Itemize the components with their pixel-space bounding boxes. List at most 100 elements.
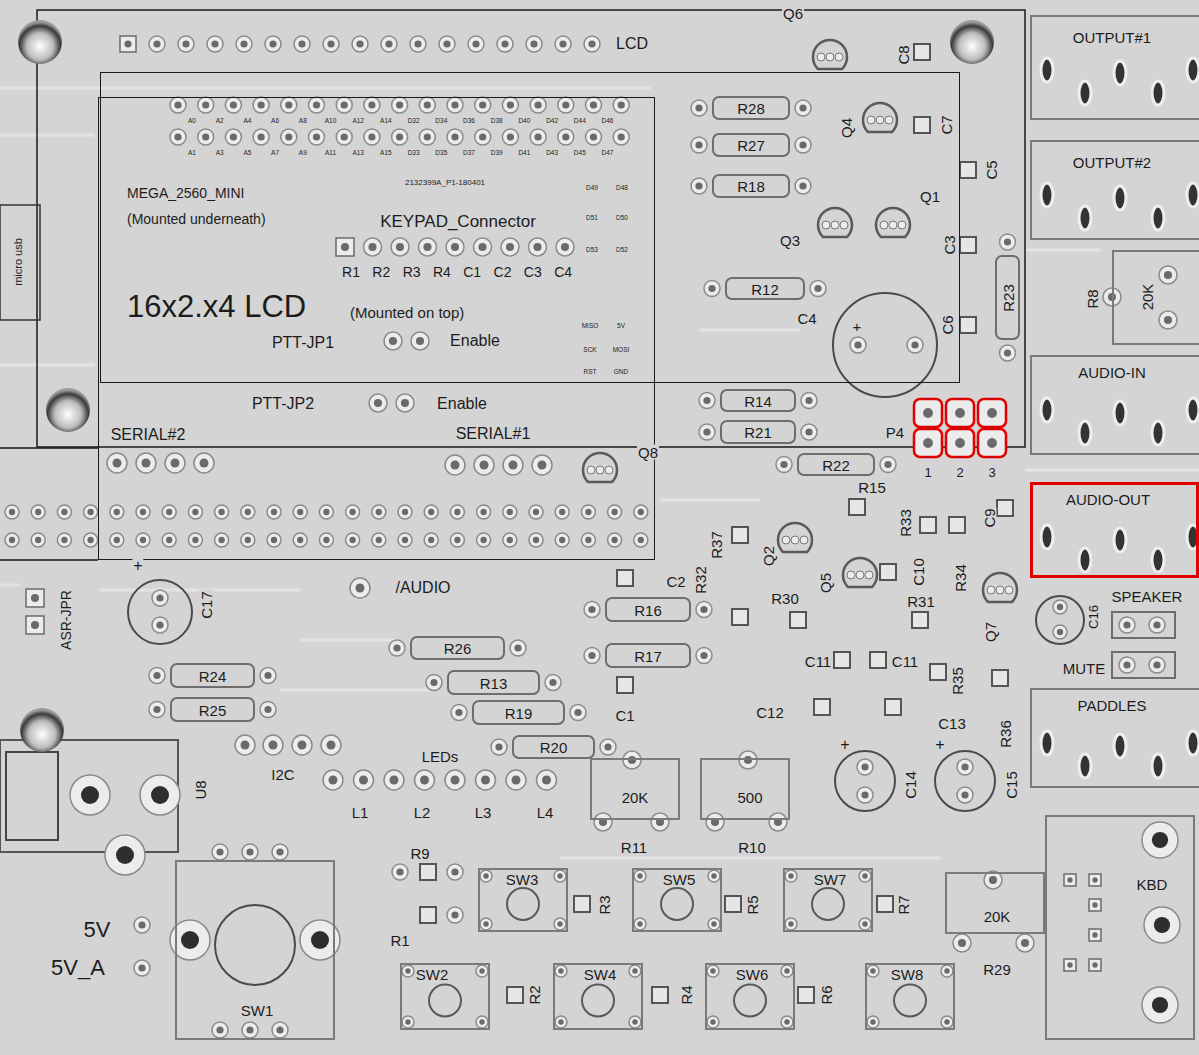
part-label: R2 [527, 984, 542, 1005]
pad-ring [445, 770, 465, 790]
solder-pad [5, 505, 19, 519]
jumper-label: Enable [449, 333, 501, 349]
solder-pad [795, 137, 811, 153]
pin-label: C4 [553, 265, 573, 279]
pad-ring [708, 918, 720, 930]
component-footprint [420, 907, 436, 923]
pad-hole [138, 964, 145, 971]
solder-pad [867, 965, 879, 977]
jack-label: OUTPUT#1 [1072, 30, 1152, 45]
pad-hole [393, 644, 400, 651]
component-footprint [790, 612, 806, 628]
pad-ring [207, 36, 223, 52]
solder-pad [265, 36, 281, 52]
pad-ring [105, 835, 145, 875]
pad-ring [556, 238, 574, 256]
pad-hole [509, 461, 518, 470]
pad-hole [780, 461, 787, 468]
pad-hole [533, 509, 539, 515]
solder-pad [708, 870, 720, 882]
pad-hole [481, 776, 490, 785]
pad-hole [512, 776, 521, 785]
pad-ring [634, 918, 646, 930]
pad-ring [134, 960, 150, 976]
pad-ring [1089, 959, 1101, 971]
pad-hole [142, 459, 151, 468]
pad-ring [907, 337, 923, 353]
pad-hole [618, 133, 625, 140]
pad-ring [134, 917, 150, 933]
pin-label: D32 [407, 118, 421, 125]
pad-ring [623, 751, 641, 769]
pad-hole [285, 101, 292, 108]
solder-pad [392, 864, 408, 880]
pad-ring [629, 965, 641, 977]
pad-ring [5, 505, 19, 519]
pad-ring [323, 770, 343, 790]
resistor-box: R28 [712, 96, 790, 120]
solder-pad [323, 770, 343, 790]
transistor-pin [880, 221, 888, 229]
jack-slot [1079, 548, 1091, 572]
switch-box: SW2 [400, 963, 490, 1030]
pad-hole [557, 921, 562, 926]
pad-ring [136, 453, 156, 473]
pad-ring [450, 505, 464, 519]
pad-ring [267, 533, 281, 547]
pad-ring [699, 393, 715, 409]
pad-hole [424, 133, 431, 140]
module-outline [0, 448, 98, 560]
part-label: C11 [891, 654, 919, 669]
pad-hole [638, 509, 644, 515]
pad-hole [1123, 621, 1130, 628]
switch-label: SW6 [735, 967, 770, 982]
pad-ring [1016, 934, 1034, 952]
pad-hole [405, 968, 410, 973]
part-label: Q2 [761, 545, 776, 567]
solder-pad [957, 759, 973, 775]
solder-pad [149, 702, 165, 718]
jack-slot [1114, 61, 1126, 85]
resistor-box: R27 [712, 133, 790, 157]
jack-slot [1114, 528, 1126, 552]
pad-ring [545, 675, 561, 691]
transistor-outline [583, 453, 617, 482]
pad-ring [474, 238, 492, 256]
component-footprint [885, 699, 901, 715]
solder-pad [629, 965, 641, 977]
pad-hole [216, 1026, 223, 1033]
solder-pad [384, 770, 404, 790]
transistor-pin [867, 116, 875, 124]
transistor-pin [889, 221, 897, 229]
pad-ring [267, 505, 281, 519]
solder-pad [708, 918, 720, 930]
pad-hole [530, 40, 537, 47]
pad-hole [507, 101, 514, 108]
pad-hole [588, 652, 595, 659]
solder-pad [170, 129, 186, 145]
pad-ring [419, 129, 435, 145]
solder-pad [530, 97, 546, 113]
pad-hole [1021, 939, 1029, 947]
pad-hole [784, 1019, 789, 1024]
pad-hole [1092, 932, 1097, 937]
pin-label: D51 [585, 215, 599, 222]
solder-pad [419, 238, 437, 256]
pad-highlight [946, 429, 974, 457]
part-label: C1 [614, 708, 635, 723]
pad-hole [182, 40, 189, 47]
pad-ring [236, 36, 252, 52]
solder-pad [1000, 234, 1016, 250]
solder-pad [558, 129, 574, 145]
pad-hole [632, 968, 637, 973]
pad-hole [151, 786, 169, 804]
component-footprint [914, 117, 930, 133]
switch-label: SW8 [890, 967, 925, 982]
pad-ring [555, 1016, 567, 1028]
jumper-label: PTT-JP1 [271, 335, 335, 351]
switch-label: SW4 [583, 967, 618, 982]
pad-ring [801, 424, 817, 440]
transistor-pin [800, 536, 808, 544]
jack-slot [1079, 754, 1091, 778]
pad-hole [637, 921, 642, 926]
